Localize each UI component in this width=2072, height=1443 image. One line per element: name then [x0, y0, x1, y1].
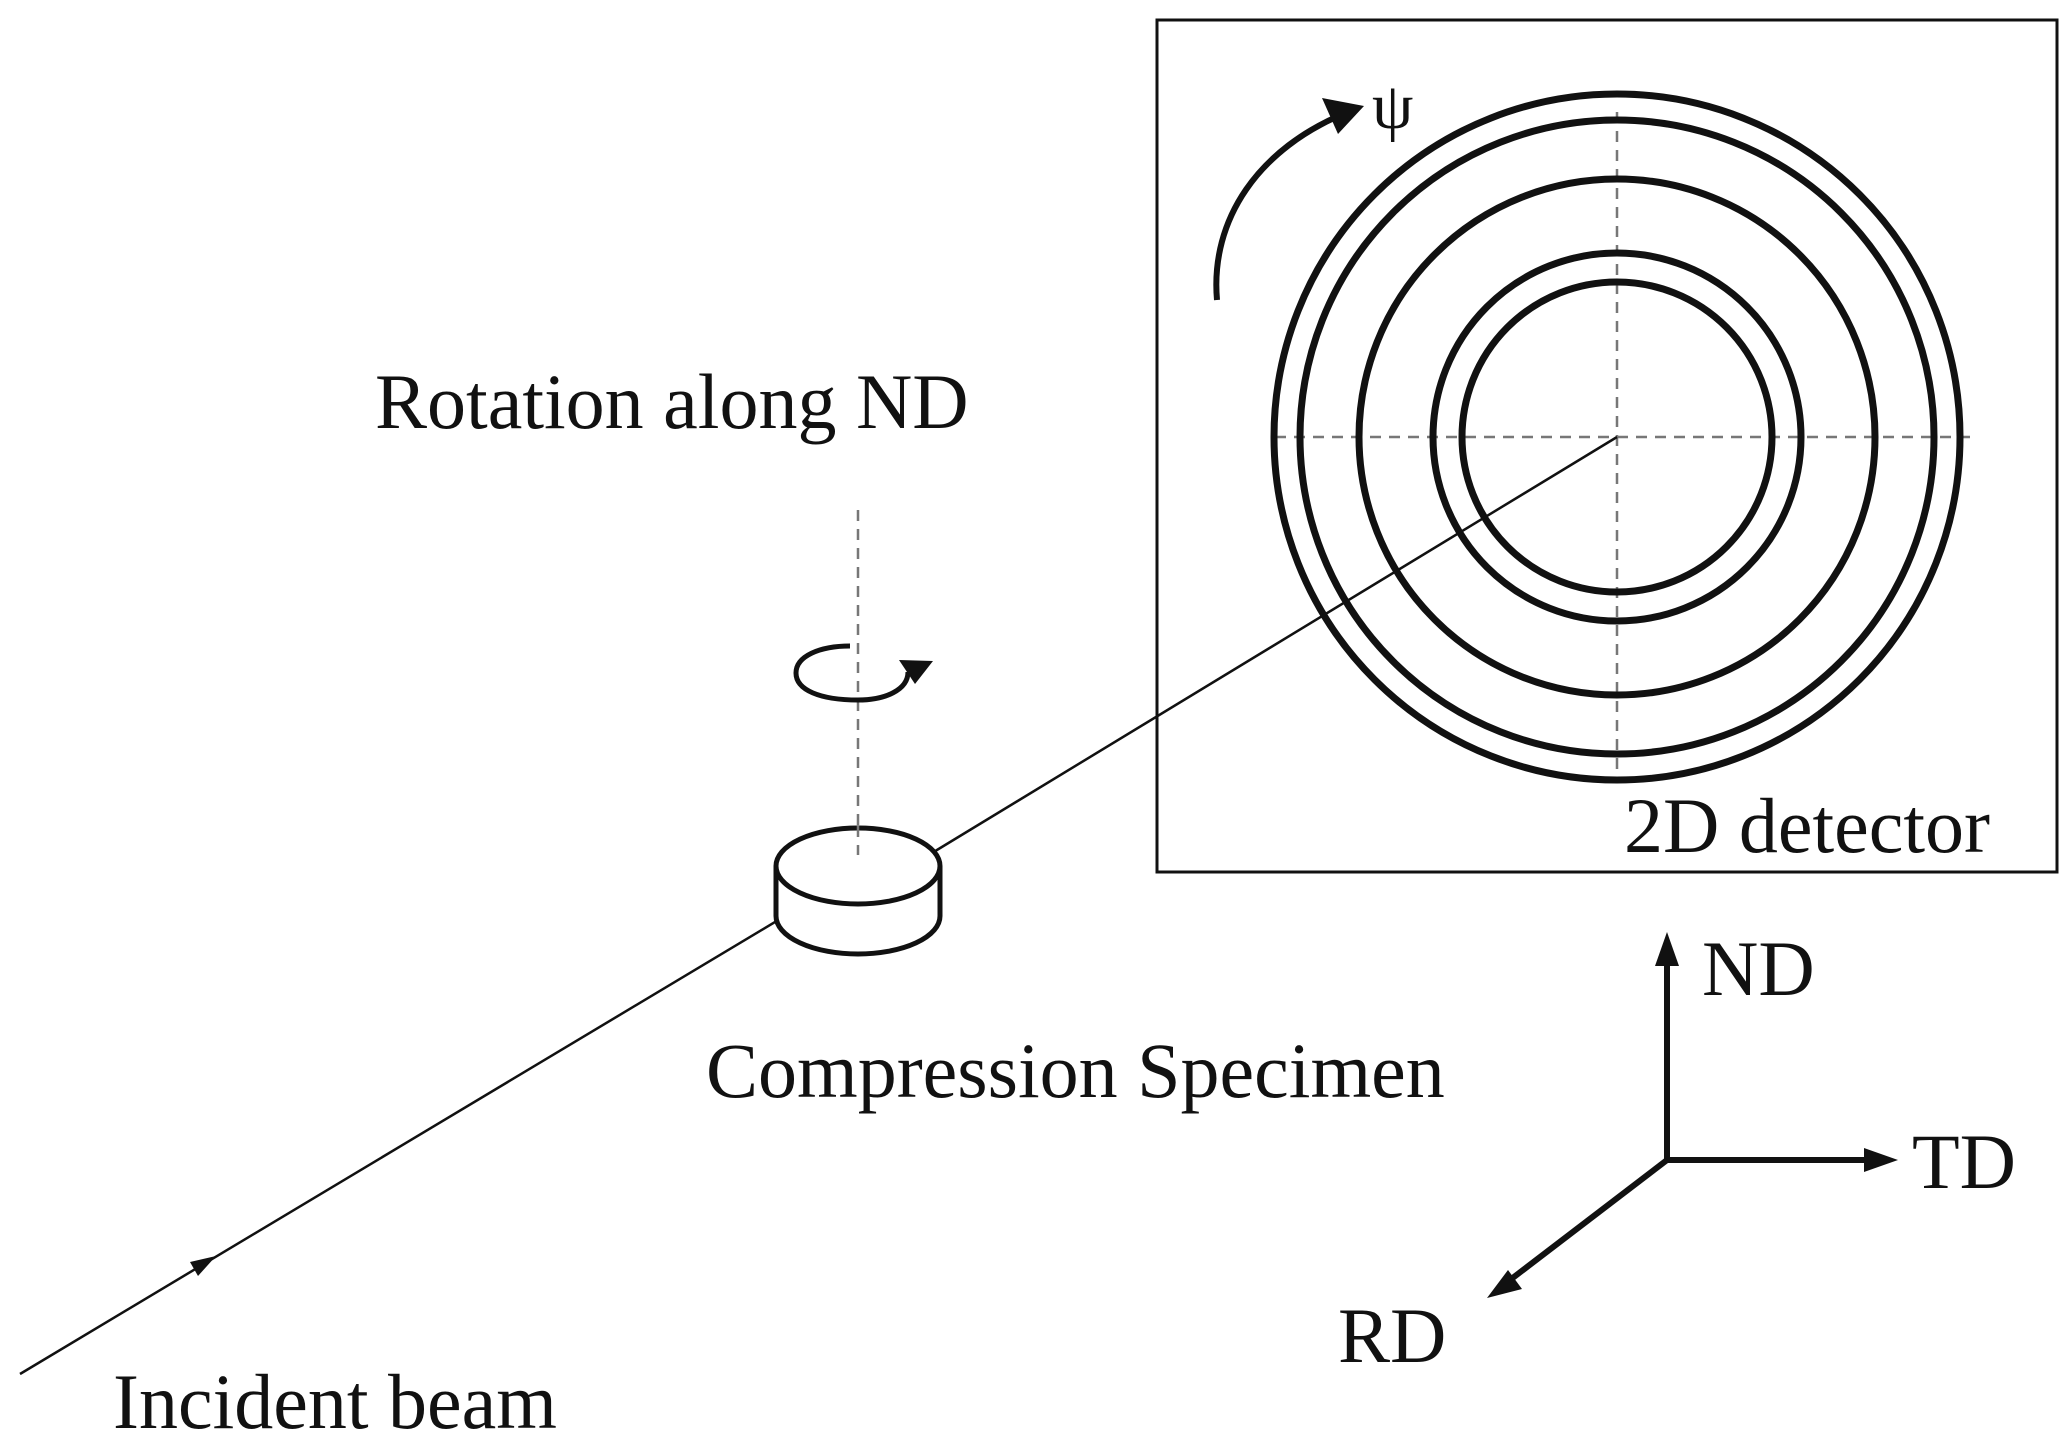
debye-ring — [1296, 116, 1938, 758]
rotation-arrow-head — [899, 660, 933, 684]
specimen-label: Compression Specimen — [706, 1027, 1445, 1114]
debye-rings — [1270, 90, 1964, 784]
incident-beam-arrow — [190, 1256, 216, 1276]
detector-frame — [1155, 18, 2059, 874]
debye-ring — [1270, 90, 1964, 784]
rd-label: RD — [1338, 1292, 1446, 1379]
psi-label: ψ — [1372, 70, 1413, 143]
incident-beam — [19, 914, 786, 1376]
debye-ring — [1355, 175, 1879, 699]
compression-specimen — [773, 825, 943, 957]
psi-arrow-head — [1322, 98, 1364, 134]
rd-axis — [1508, 1157, 1669, 1283]
psi-arrow — [1213, 109, 1350, 301]
debye-ring — [1429, 249, 1805, 625]
nd-arrow-head — [1655, 932, 1679, 966]
incident-beam-label: Incident beam — [113, 1358, 557, 1443]
nd-label: ND — [1702, 925, 1815, 1012]
detector-label: 2D detector — [1624, 782, 1990, 869]
rotation-arrow — [793, 643, 911, 703]
debye-ring — [1458, 278, 1776, 596]
diffracted-beam — [931, 435, 1618, 855]
rd-arrow-head — [1487, 1270, 1522, 1298]
rotation-label: Rotation along ND — [375, 358, 969, 445]
td-label: TD — [1912, 1118, 2016, 1205]
coordinate-axes — [1508, 958, 1870, 1283]
td-arrow-head — [1864, 1148, 1898, 1172]
detector-crosshair — [1275, 112, 1970, 782]
